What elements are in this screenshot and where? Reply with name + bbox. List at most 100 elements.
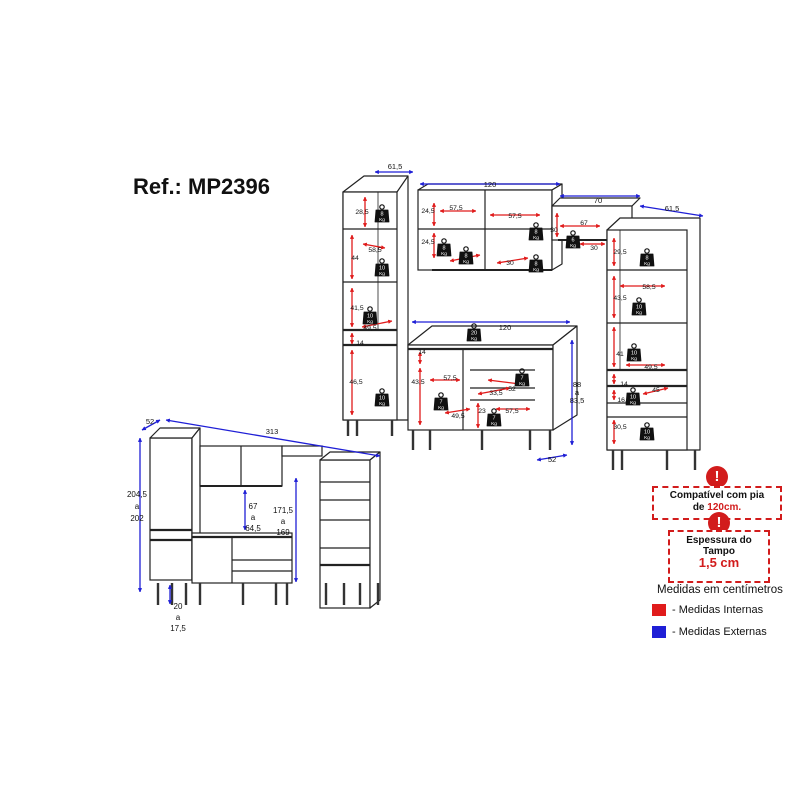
dim-small-height-label: 204,5 (127, 490, 148, 499)
dim-left-tower-width-arrowhead (374, 170, 379, 174)
dim-upper-int-label: 24,5 (421, 239, 434, 246)
weight-icon (374, 209, 390, 223)
weight-icon (486, 413, 502, 427)
dim-small-tall-label: 169 (276, 528, 290, 537)
dim-small-gap-arrowhead (243, 526, 247, 531)
dim-right-int-arrowhead (661, 363, 666, 367)
dim-small-leg-label: 17,5 (170, 624, 186, 633)
dim-right-tower-width-label: 61,5 (665, 204, 680, 213)
weight-icon-handle (630, 387, 636, 393)
dim-counter-depth-label: 52 (548, 455, 556, 464)
dim-middle-int-arrowhead (555, 212, 559, 217)
dim-upper-int-arrowhead (489, 213, 494, 217)
countertop-thickness-notice: Espessura do Tampo 1,5 cm (668, 530, 770, 583)
weight-icon (514, 373, 530, 387)
weight-icon-handle (379, 388, 385, 394)
dim-counter-int-label: 14 (418, 349, 426, 356)
dim-right-int-label: 41 (616, 351, 624, 358)
dim-left-int-label: 14 (356, 340, 364, 347)
dim-right-int-label: 43,5 (613, 295, 626, 302)
weight-icon (565, 235, 581, 249)
dim-small-width-label: 313 (266, 427, 279, 436)
dim-right-int-arrowhead (612, 363, 616, 368)
dim-counter-int-label: 23 (478, 408, 486, 415)
weight-icon-value: 8 (645, 256, 648, 262)
weight-icon (639, 427, 655, 441)
dim-right-int-arrowhead (612, 262, 616, 267)
dim-middle-int-label: 30 (590, 245, 598, 252)
dim-counter-int-arrowhead (477, 391, 483, 396)
dim-left-int-arrowhead (350, 332, 354, 337)
counter-side (552, 325, 578, 431)
dim-middle-int-label: 30 (550, 227, 558, 234)
legend-item-external: - Medidas Externas (652, 623, 792, 641)
dim-counter-int-arrowhead (418, 351, 422, 356)
dim-small-gap-label: 64,5 (245, 524, 261, 533)
dim-right-int-arrowhead (612, 373, 616, 378)
weight-icon-unit: Kg (379, 217, 385, 223)
dim-counter-height-label: 88 (573, 380, 581, 389)
dim-small-tall-arrowhead (294, 578, 298, 583)
weight-icon-handle (367, 306, 373, 312)
weight-icon (436, 243, 452, 257)
weight-icon-value: 8 (534, 230, 537, 236)
dim-middle-width-arrowhead (559, 194, 564, 198)
dim-right-int-label: 14 (620, 381, 628, 388)
dim-upper-int-label: 57,5 (449, 205, 462, 212)
weight-icon (625, 392, 641, 406)
dim-middle-int-arrowhead (601, 242, 606, 246)
dim-counter-height-label: a (575, 388, 580, 397)
dim-left-int-arrowhead (350, 349, 354, 354)
dim-upper-width-arrowhead (556, 182, 561, 186)
dim-small-leg-arrowhead (168, 600, 172, 605)
notice-value: 1,5 cm (698, 555, 740, 570)
dim-right-int-arrowhead (612, 419, 616, 424)
dim-small-height-arrowhead (138, 437, 142, 442)
dim-small-width-arrowhead (375, 453, 381, 458)
notice-text: Tampo (702, 546, 736, 557)
weight-icon-unit: Kg (438, 405, 444, 411)
dim-left-int-arrowhead (350, 287, 354, 292)
dim-small-leg-arrowhead (168, 584, 172, 589)
weight-icon-value: 8 (464, 254, 467, 260)
dim-middle-int-arrowhead (596, 224, 601, 228)
dim-small-height-arrowhead (138, 588, 142, 593)
weight-icon (458, 251, 474, 265)
weight-icon-handle (471, 323, 477, 329)
dim-upper-width-arrowhead (419, 182, 424, 186)
dim-counter-int-arrowhead (487, 378, 493, 383)
dim-left-int-label: 41,5 (350, 305, 363, 312)
dim-middle-width-label: 70 (594, 196, 602, 205)
internal-color-swatch (652, 604, 666, 616)
weight-icon (374, 263, 390, 277)
dim-counter-int-arrowhead (476, 424, 480, 429)
dim-counter-int (444, 408, 471, 414)
weight-icon (433, 397, 449, 411)
dim-counter-int-label: 33,5 (489, 390, 502, 397)
dim-left-int-arrowhead (363, 196, 367, 201)
weight-icon-unit: Kg (463, 259, 469, 265)
notice-value: 120cm. (707, 502, 742, 513)
weight-icon-handle (438, 392, 444, 398)
small-counter (191, 532, 293, 584)
dim-counter-depth (536, 454, 568, 461)
weight-icon-handle (491, 408, 497, 414)
dim-counter-width-arrowhead (566, 320, 571, 324)
dim-counter-int-arrowhead (505, 386, 511, 391)
dim-small-leg-label: a (176, 613, 181, 622)
dim-left-int-label: 58,5 (368, 247, 381, 254)
dim-left-int-arrowhead (363, 223, 367, 228)
warning-icon: ! (708, 512, 730, 534)
dim-upper-int-arrowhead (432, 222, 436, 227)
weight-icon-unit: Kg (636, 310, 642, 316)
legend-label: - Medidas Externas (672, 626, 767, 638)
dim-left-int-arrowhead (350, 234, 354, 239)
dim-left-int-arrowhead (380, 245, 386, 250)
notice-text: Espessura do (686, 535, 752, 546)
dim-upper-width-label: 120 (484, 180, 497, 189)
dim-middle-int-arrowhead (579, 242, 584, 246)
dim-small-width-arrowhead (165, 418, 171, 423)
dim-upper-int-arrowhead (472, 209, 477, 213)
dim-right-int-label: 29,5 (613, 249, 626, 256)
